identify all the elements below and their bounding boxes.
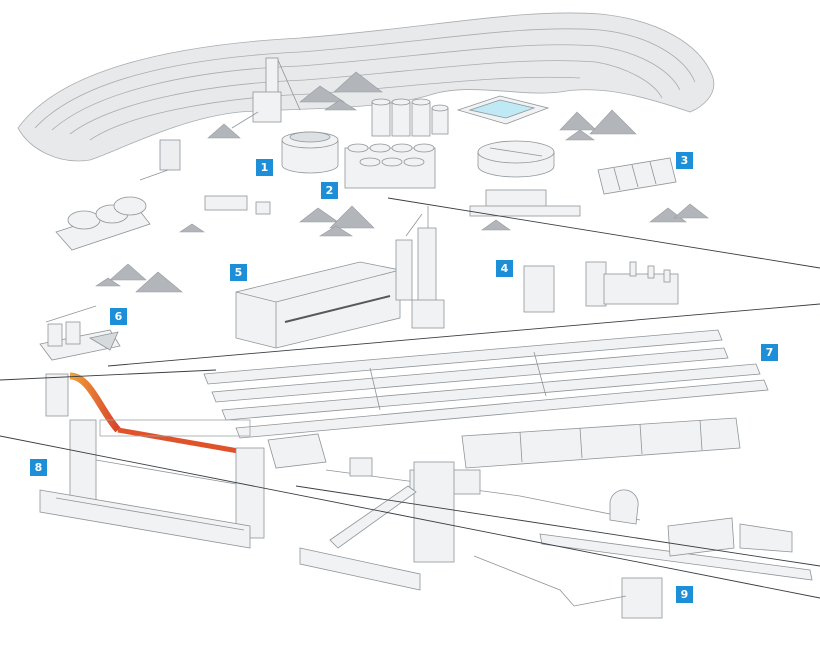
marker-9[interactable]: 9 <box>676 586 693 603</box>
continuous-caster <box>45 372 251 455</box>
marker-2[interactable]: 2 <box>321 182 338 199</box>
power-plant <box>523 261 679 313</box>
stockpiles <box>95 71 709 293</box>
freight-train <box>539 517 813 581</box>
small-sheds <box>204 195 271 215</box>
marker-7[interactable]: 7 <box>761 344 778 361</box>
marker-5[interactable]: 5 <box>230 264 247 281</box>
flotation-cells <box>344 143 436 189</box>
processing-tower <box>299 461 663 619</box>
water-basin <box>456 95 550 125</box>
marker-6[interactable]: 6 <box>110 308 127 325</box>
marker-8[interactable]: 8 <box>30 459 47 476</box>
grinding-station <box>281 131 339 174</box>
primary-crusher <box>139 139 181 181</box>
rotary-kilns <box>203 329 769 439</box>
smelting-plant <box>235 206 445 349</box>
rail-lines <box>0 197 820 599</box>
storage-tanks <box>371 98 449 137</box>
cooling-beds <box>461 417 741 469</box>
conveyor-unit <box>469 189 581 217</box>
headframe <box>231 57 301 129</box>
concentrate-plant <box>39 305 121 361</box>
marker-4[interactable]: 4 <box>496 260 513 277</box>
thickener <box>477 140 555 178</box>
filter-presses <box>597 157 677 195</box>
hot-strip-line <box>39 419 265 549</box>
ball-mills <box>55 196 151 251</box>
marker-3[interactable]: 3 <box>676 152 693 169</box>
marker-1[interactable]: 1 <box>256 159 273 176</box>
